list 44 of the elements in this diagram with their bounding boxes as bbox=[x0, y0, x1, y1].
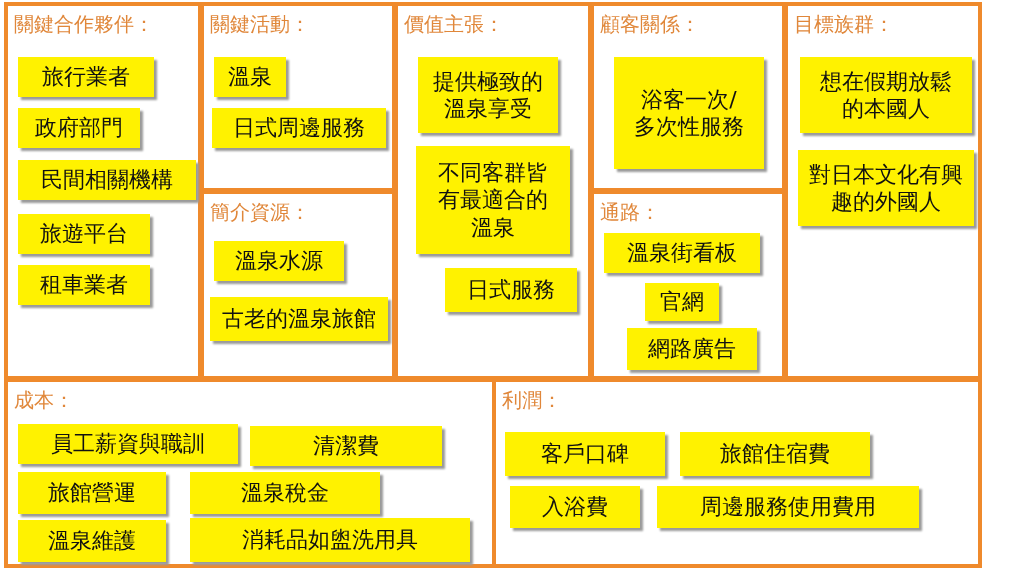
sticky-note: 入浴費 bbox=[510, 486, 640, 528]
sticky-note: 溫泉街看板 bbox=[604, 233, 760, 273]
panel-heading: 關鍵活動： bbox=[210, 12, 310, 36]
sticky-note: 旅館營運 bbox=[18, 472, 166, 514]
sticky-note: 消耗品如盥洗用具 bbox=[190, 518, 470, 562]
panel-heading: 關鍵合作夥伴： bbox=[14, 12, 154, 36]
sticky-note: 周邊服務使用費用 bbox=[657, 486, 919, 528]
panel-heading: 目標族群： bbox=[794, 12, 894, 36]
sticky-note: 旅行業者 bbox=[18, 57, 154, 97]
sticky-note: 日式服務 bbox=[445, 268, 577, 312]
sticky-note: 古老的溫泉旅館 bbox=[210, 297, 388, 341]
panel-heading: 通路： bbox=[600, 200, 660, 224]
panel-heading: 成本： bbox=[14, 388, 74, 412]
panel-heading: 價值主張： bbox=[404, 12, 504, 36]
canvas-panel bbox=[200, 2, 396, 192]
sticky-note: 溫泉維護 bbox=[18, 520, 166, 562]
canvas-panel bbox=[590, 190, 786, 380]
sticky-note: 浴客一次/多次性服務 bbox=[614, 57, 764, 169]
sticky-note: 官網 bbox=[645, 283, 719, 321]
canvas-panel bbox=[394, 2, 592, 380]
sticky-note: 網路廣告 bbox=[627, 328, 757, 370]
canvas-panel bbox=[590, 2, 786, 192]
sticky-note: 溫泉水源 bbox=[214, 241, 344, 281]
panel-heading: 簡介資源： bbox=[210, 200, 310, 224]
sticky-note: 租車業者 bbox=[18, 265, 150, 305]
sticky-note: 溫泉稅金 bbox=[190, 472, 380, 514]
sticky-note: 溫泉 bbox=[214, 57, 286, 97]
sticky-note: 想在假期放鬆的本國人 bbox=[800, 57, 972, 133]
canvas-panel bbox=[4, 2, 202, 380]
sticky-note: 民間相關機構 bbox=[18, 160, 196, 200]
sticky-note: 不同客群皆有最適合的溫泉 bbox=[416, 146, 570, 254]
sticky-note: 旅遊平台 bbox=[18, 214, 150, 254]
sticky-note: 日式周邊服務 bbox=[212, 108, 386, 148]
canvas-panel bbox=[200, 190, 396, 380]
panel-heading: 利潤： bbox=[502, 388, 562, 412]
panel-heading: 顧客關係： bbox=[600, 12, 700, 36]
sticky-note: 提供極致的溫泉享受 bbox=[418, 57, 558, 133]
sticky-note: 對日本文化有興趣的外國人 bbox=[798, 150, 974, 226]
sticky-note: 旅館住宿費 bbox=[680, 432, 870, 476]
sticky-note: 客戶口碑 bbox=[505, 432, 665, 476]
sticky-note: 政府部門 bbox=[18, 108, 140, 148]
sticky-note: 員工薪資與職訓 bbox=[18, 424, 238, 464]
sticky-note: 清潔費 bbox=[250, 426, 442, 466]
canvas-panel bbox=[784, 2, 982, 380]
